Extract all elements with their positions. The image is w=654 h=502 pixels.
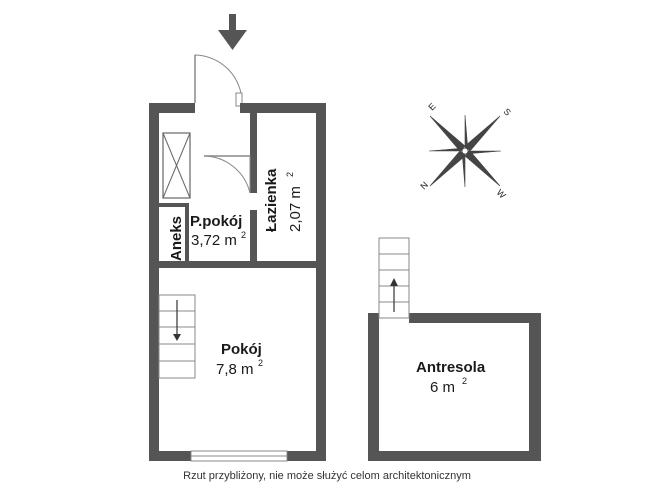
room-label-antresola: Antresola: [416, 359, 486, 376]
room-area-pokoj: 7,8 m: [216, 361, 254, 378]
room-area-lazienka: 2,07 m: [287, 186, 304, 232]
room-area-sup-ppokoj: 2: [241, 230, 246, 240]
compass-letter-n: N: [418, 180, 430, 192]
room-area-antresola: 6 m: [430, 379, 455, 396]
disclaimer-caption: Rzut przybliżony, nie może służyć celom …: [183, 470, 471, 482]
stairs-icon: [158, 294, 196, 379]
entrance-door-icon: [194, 54, 243, 107]
room-label-ppokoj: P.pokój: [190, 213, 242, 230]
bathroom-door-icon: [203, 155, 251, 194]
room-label-aneks: Aneks: [168, 216, 185, 261]
room-area-sup-lazienka: 2: [285, 172, 295, 177]
compass-rose-icon: [428, 114, 502, 188]
main-unit-walls: [149, 103, 326, 461]
mezzanine-walls: [368, 313, 541, 461]
window-icon: [190, 450, 288, 462]
compass-letter-s: S: [502, 106, 513, 117]
room-area-sup-pokoj: 2: [258, 358, 263, 368]
room-area-sup-antresola: 2: [462, 376, 467, 386]
room-area-ppokoj: 3,72 m: [191, 232, 237, 249]
mezzanine-stairs-icon: [378, 237, 410, 319]
room-label-pokoj: Pokój: [221, 341, 262, 358]
kitchen-unit-icon: [162, 132, 191, 199]
entrance-arrow-icon: [218, 14, 247, 50]
room-label-lazienka: Łazienka: [263, 168, 280, 232]
compass-letter-e: E: [426, 101, 437, 112]
compass-letter-w: W: [495, 187, 508, 200]
